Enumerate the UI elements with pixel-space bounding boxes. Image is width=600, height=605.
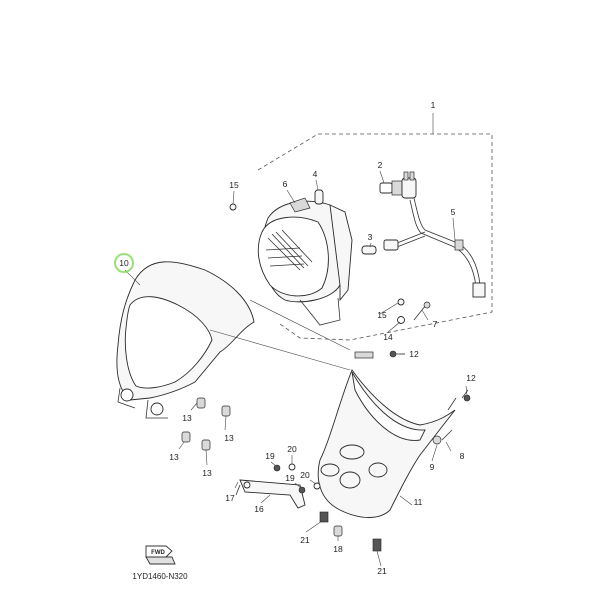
visor-cover [116,261,255,419]
screw-15-top [229,203,237,211]
callout-19a: 19 [265,451,275,461]
fastener-18 [333,525,343,537]
callout-20a: 20 [287,444,297,454]
callout-19b: 19 [285,473,295,483]
washer-14 [397,316,405,324]
fasteners-21 [319,511,382,552]
callout-4: 4 [313,169,318,179]
callout-9: 9 [430,462,435,472]
callout-1: 1 [431,100,436,110]
assembly-1-boundary [257,133,493,341]
bulb-4 [314,189,324,205]
callout-13b: 13 [224,433,234,443]
adjuster-bolt-7 [413,301,431,321]
fastener-grommets-13 [181,397,231,451]
callout-15a: 15 [229,180,239,190]
headlight-bracket [317,351,457,518]
callout-2: 2 [378,160,383,170]
callout-7: 7 [433,319,438,329]
callout-21a: 21 [300,535,310,545]
fasteners-19-20 [273,463,321,494]
fwd-arrow-icon: FWD [145,545,176,565]
bulb-and-socket [379,171,417,199]
fwd-label: FWD [151,550,165,556]
callout-13a: 13 [182,413,192,423]
callout-17: 17 [225,493,235,503]
callout-13d: 13 [202,468,212,478]
leader-lines [124,170,468,567]
callout-13c: 13 [169,452,179,462]
callout-10: 10 [119,258,129,268]
callout-20b: 20 [300,470,310,480]
callout-14: 14 [383,332,393,342]
fastener-17 [235,484,241,496]
callout-21b: 21 [377,566,387,576]
callout-11: 11 [414,497,423,507]
callout-6: 6 [283,179,288,189]
bolts-12 [389,350,471,402]
callout-labels: 1 2 3 4 5 6 7 8 9 10 11 12 12 13 13 13 1… [119,100,476,576]
callout-10-highlight [114,253,134,273]
screw-8 [441,429,453,441]
callout-3: 3 [368,232,373,242]
stay-16 [239,479,306,509]
callout-12a: 12 [409,349,419,359]
damper-9 [432,435,442,445]
part-code: 1YD1460-N320 [132,572,188,581]
screw-15-right [397,298,405,306]
small-bulb [361,245,377,255]
callout-12b: 12 [466,373,476,383]
callout-16: 16 [254,504,264,514]
callout-18: 18 [333,544,343,554]
callout-8: 8 [460,451,465,461]
callout-5: 5 [451,207,456,217]
wire-harness [383,197,486,298]
headlight-unit [257,197,353,326]
callout-15b: 15 [377,310,387,320]
